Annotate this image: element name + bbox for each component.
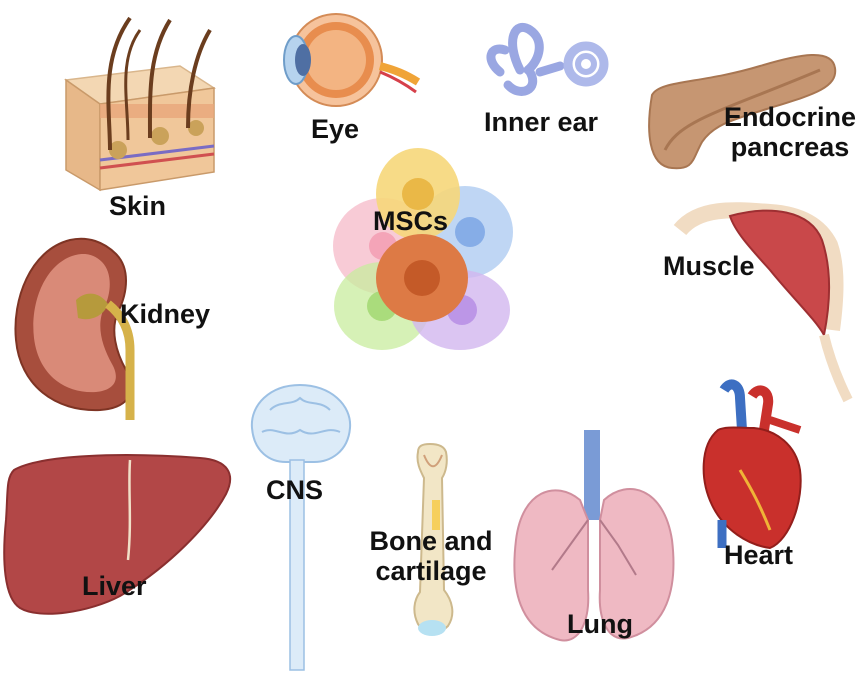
bone-label-line2: cartilage [356,557,506,587]
muscle-label: Muscle [663,252,755,282]
eye-label: Eye [311,115,359,145]
skin-label: Skin [109,192,166,222]
bone-label-line1: Bone and [356,527,506,557]
lung-label: Lung [567,610,633,640]
bone-label: Bone and cartilage [356,527,506,586]
msc-cells-illustration [333,148,513,350]
pancreas-label-line2: pancreas [716,133,863,163]
kidney-label: Kidney [120,300,210,330]
pancreas-label-line1: Endocrine [716,103,863,133]
liver-label: Liver [82,572,147,602]
skin-illustration [66,18,214,190]
muscle-illustration [680,210,848,400]
inner-ear-illustration [491,27,604,91]
cns-illustration [252,385,350,670]
heart-label: Heart [724,541,793,571]
msc-label: MSCs [373,207,448,237]
cns-label: CNS [266,476,323,506]
inner-ear-label: Inner ear [484,108,598,138]
pancreas-label: Endocrine pancreas [716,103,863,162]
heart-illustration [704,384,801,548]
eye-illustration [284,14,418,106]
kidney-illustration [15,239,131,420]
